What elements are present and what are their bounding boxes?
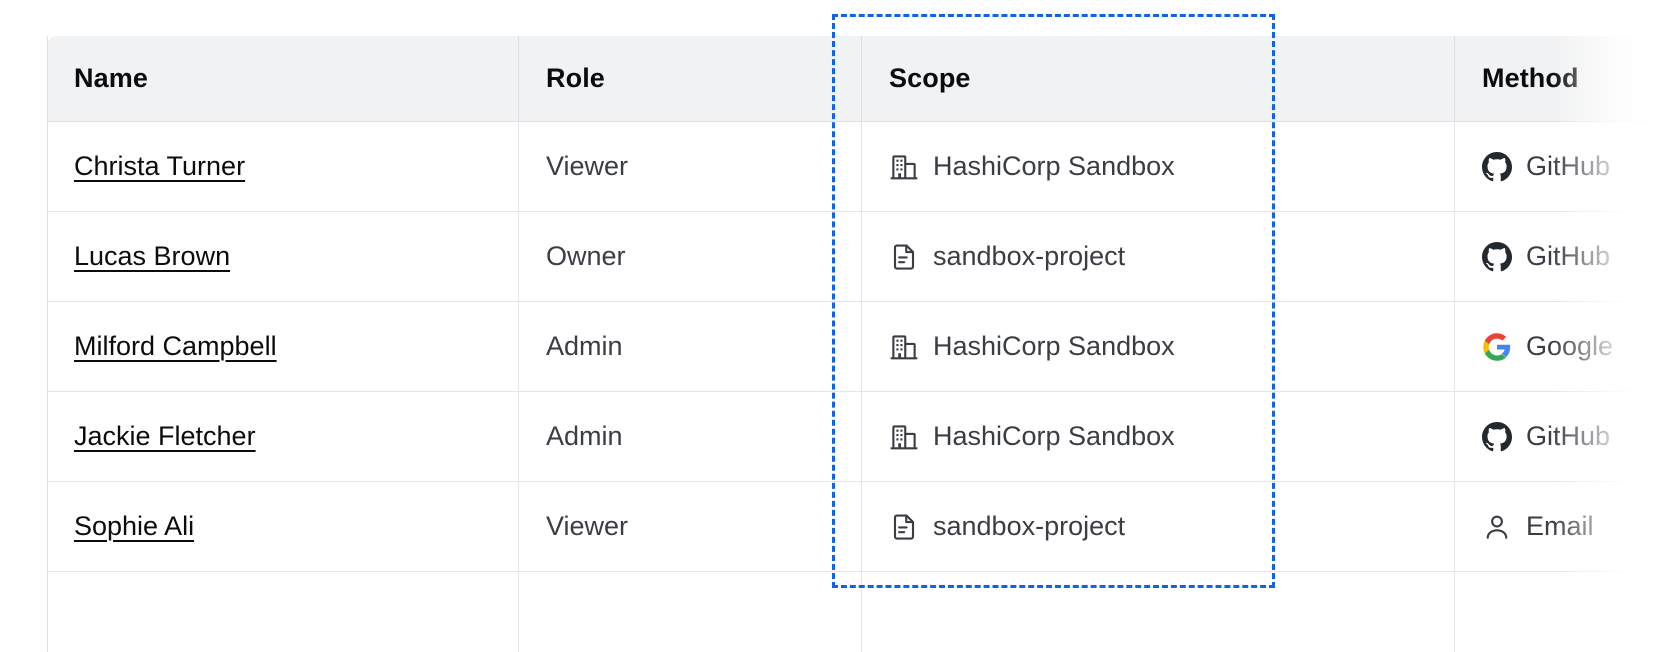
cell-role: Viewer — [519, 482, 862, 572]
google-icon — [1482, 332, 1512, 362]
table-row — [47, 572, 1672, 652]
column-header-scope[interactable]: Scope — [862, 36, 1455, 122]
cell-name: Jackie Fletcher — [47, 392, 519, 482]
table-header: Name Role Scope Method — [47, 36, 1672, 122]
table-header-row: Name Role Scope Method — [47, 36, 1672, 122]
cell-scope: HashiCorp Sandbox — [862, 392, 1455, 482]
cell-method: Google — [1455, 302, 1672, 392]
table-left-border — [47, 36, 48, 652]
scope-label: sandbox-project — [933, 511, 1126, 541]
cell-method: Email — [1455, 482, 1672, 572]
column-header-role[interactable]: Role — [519, 36, 862, 122]
scope-label: HashiCorp Sandbox — [933, 421, 1175, 451]
user-name-link[interactable]: Sophie Ali — [74, 511, 195, 541]
project-document-icon — [889, 242, 919, 272]
column-header-method[interactable]: Method — [1455, 36, 1672, 122]
method-label: GitHub — [1526, 241, 1611, 271]
method-label: GitHub — [1526, 421, 1611, 451]
cell-name — [47, 572, 519, 652]
github-icon — [1482, 241, 1512, 272]
user-name-link[interactable]: Jackie Fletcher — [74, 421, 256, 451]
user-person-icon — [1482, 512, 1512, 542]
cell-role: Admin — [519, 392, 862, 482]
github-icon — [1482, 421, 1512, 452]
method-label: Email — [1526, 511, 1594, 541]
table-row: Christa Turner Viewer HashiCorp Sandbox Git… — [47, 122, 1672, 212]
organization-building-icon — [889, 332, 919, 362]
cell-method: GitHub — [1455, 212, 1672, 302]
method-label: Google — [1526, 331, 1614, 361]
cell-name: Christa Turner — [47, 122, 519, 212]
cell-role — [519, 572, 862, 652]
cell-name: Milford Campbell — [47, 302, 519, 392]
cell-scope: HashiCorp Sandbox — [862, 302, 1455, 392]
cell-scope: HashiCorp Sandbox — [862, 122, 1455, 212]
table-row: Lucas Brown Owner sandbox-project GitHub — [47, 212, 1672, 302]
table-row: Sophie Ali Viewer sandbox-project Email — [47, 482, 1672, 572]
cell-name: Lucas Brown — [47, 212, 519, 302]
organization-building-icon — [889, 152, 919, 182]
table-row: Jackie Fletcher Admin HashiCorp Sandbox Git… — [47, 392, 1672, 482]
github-icon — [1482, 151, 1512, 182]
user-name-link[interactable]: Milford Campbell — [74, 331, 277, 361]
cell-method — [1455, 572, 1672, 652]
cell-name: Sophie Ali — [47, 482, 519, 572]
scope-label: HashiCorp Sandbox — [933, 151, 1175, 181]
user-name-link[interactable]: Lucas Brown — [74, 241, 231, 271]
table-row: Milford Campbell Admin HashiCorp Sandbox Go… — [47, 302, 1672, 392]
column-header-name[interactable]: Name — [47, 36, 519, 122]
cell-role: Viewer — [519, 122, 862, 212]
project-document-icon — [889, 512, 919, 542]
user-name-link[interactable]: Christa Turner — [74, 151, 246, 181]
cell-scope — [862, 572, 1455, 652]
organization-building-icon — [889, 422, 919, 452]
cell-method: GitHub — [1455, 392, 1672, 482]
cell-scope: sandbox-project — [862, 212, 1455, 302]
scope-label: sandbox-project — [933, 241, 1126, 271]
method-label: GitHub — [1526, 151, 1611, 181]
cell-role: Admin — [519, 302, 862, 392]
scope-label: HashiCorp Sandbox — [933, 331, 1175, 361]
cell-method: GitHub — [1455, 122, 1672, 212]
cell-role: Owner — [519, 212, 862, 302]
cell-scope: sandbox-project — [862, 482, 1455, 572]
